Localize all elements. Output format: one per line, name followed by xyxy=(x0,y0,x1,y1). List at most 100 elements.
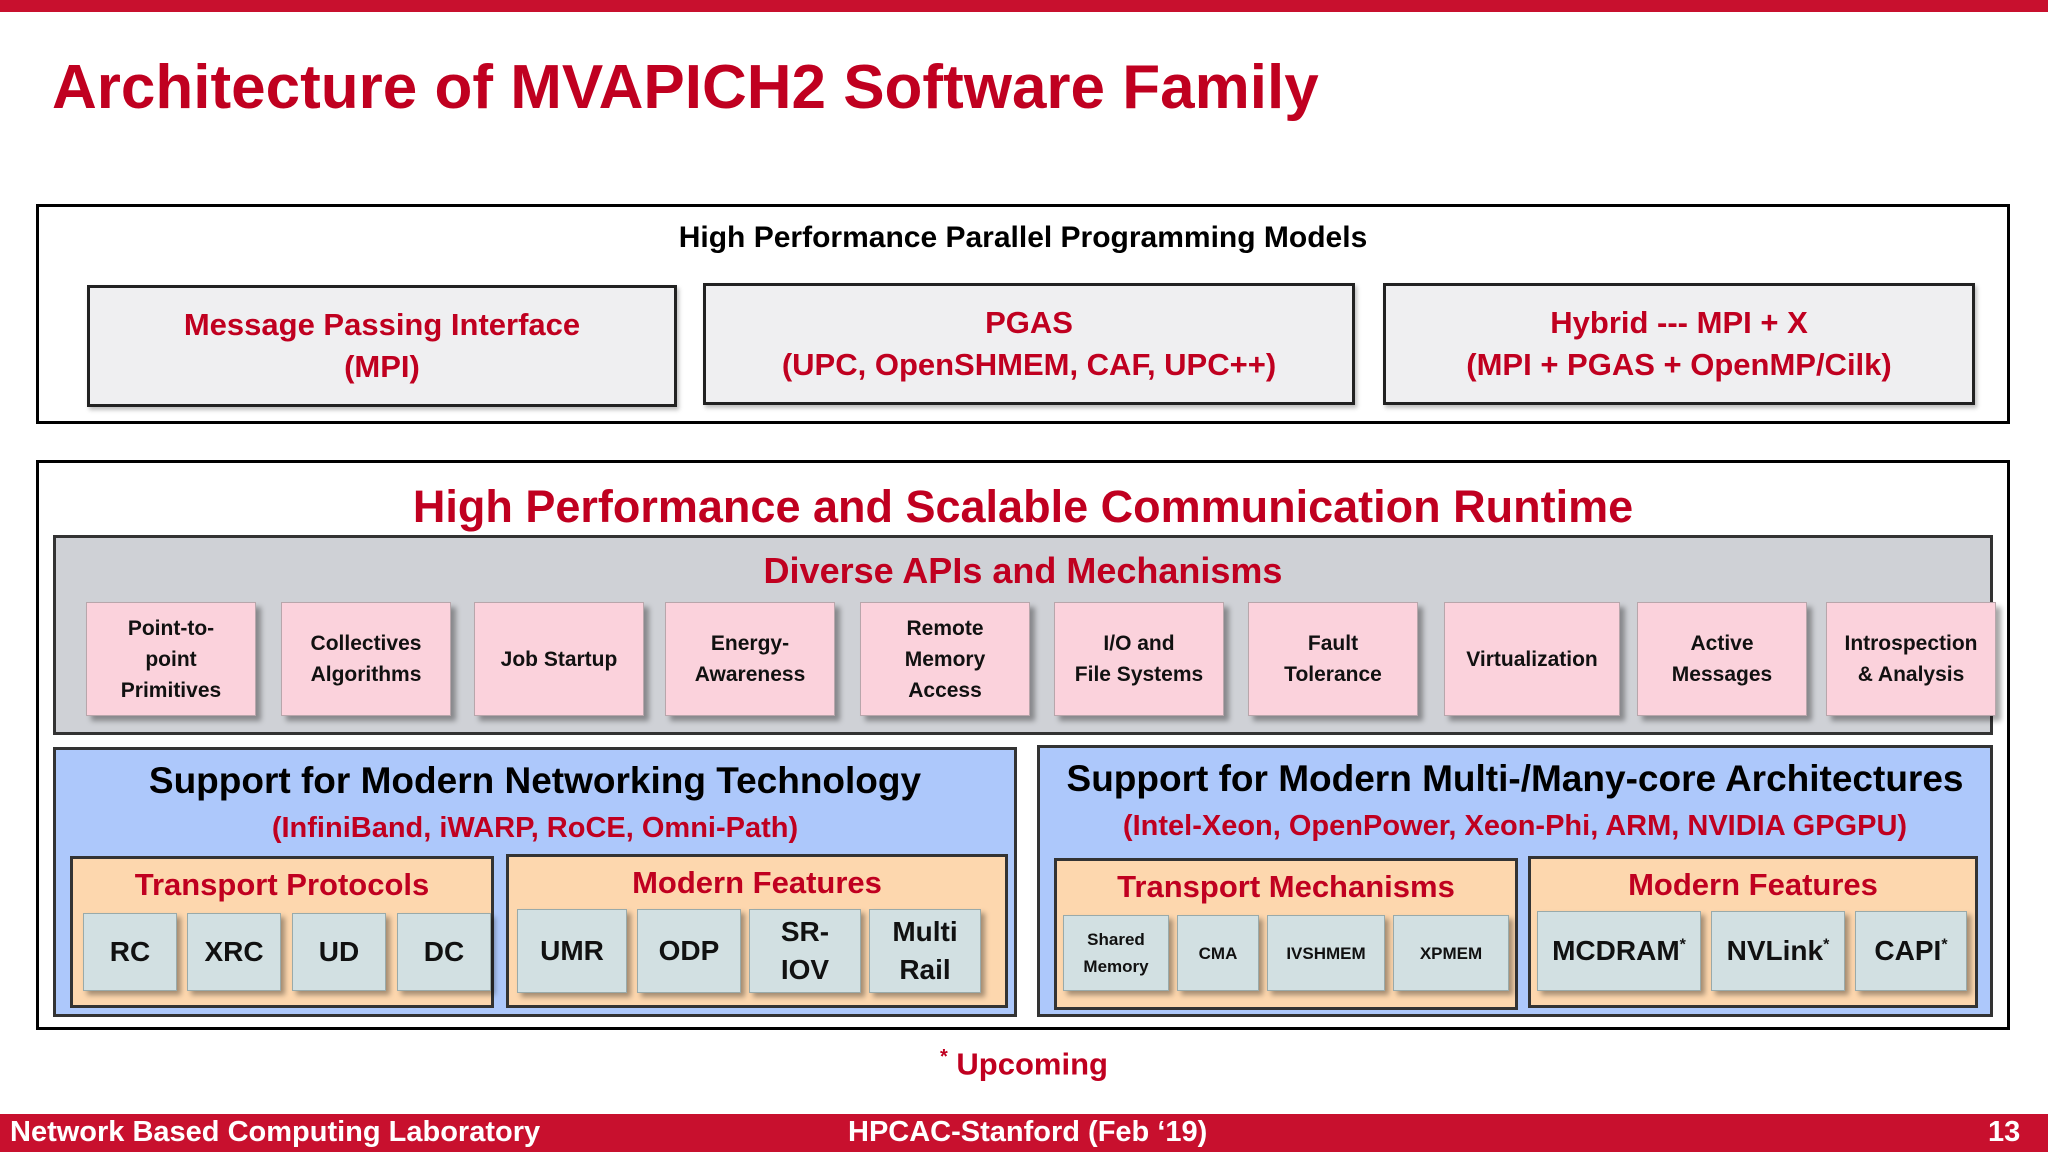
api-box-collectives-algorithms-line: Collectives xyxy=(310,632,422,655)
transport-protocol-xrc: XRC xyxy=(187,913,281,991)
runtime-section: High Performance and Scalable Communicat… xyxy=(36,460,2010,1030)
networking-heading: Support for Modern Networking Technology xyxy=(148,760,922,801)
transport-protocol-label: RC xyxy=(109,936,151,967)
mc-feature-label-row: CAPI* xyxy=(1874,935,1947,967)
model-box-hybrid-line2: (MPI + PGAS + OpenMP/Cilk) xyxy=(1466,347,1892,382)
net-feature-umr-line: UMR xyxy=(540,935,604,966)
api-box-remote-memory-access-line: Remote xyxy=(906,616,984,640)
transport-protocol-label: UD xyxy=(318,936,360,967)
model-box-pgas: PGAS (UPC, OpenSHMEM, CAF, UPC++) xyxy=(703,283,1355,405)
transport-protocols-box: Transport Protocols RC XRC UD DC xyxy=(70,856,494,1008)
mc-modern-features-row: MCDRAM*NVLink*CAPI* xyxy=(1531,859,1975,1005)
api-box-introspection-analysis-line: Introspection xyxy=(1844,632,1978,655)
model-box-pgas-line1: PGAS xyxy=(985,305,1073,340)
mc-modern-features-heading: Modern Features xyxy=(1628,867,1878,902)
transport-protocol-rc: RC xyxy=(83,913,177,991)
api-box-point-to-point-primitives-line: point xyxy=(145,647,197,671)
transport-protocol-label: XRC xyxy=(204,936,264,967)
mc-feature-label-row: MCDRAM* xyxy=(1552,935,1686,967)
programming-models-section: High Performance Parallel Programming Mo… xyxy=(36,204,2010,424)
net-modern-features-heading: Modern Features xyxy=(632,865,882,900)
model-box-hybrid-line1: Hybrid --- MPI + X xyxy=(1550,305,1808,340)
mc-feature-label: MCDRAM xyxy=(1552,935,1680,966)
transport-protocols-heading: Transport Protocols xyxy=(134,867,430,902)
net-feature-sr-iov-line: IOV xyxy=(780,954,830,985)
api-box-i-o-and-file-systems-line: I/O and xyxy=(1103,632,1175,655)
transport-mechanisms-heading: Transport Mechanisms xyxy=(1117,869,1455,904)
mc-modern-features-box: Modern Features MCDRAM*NVLink*CAPI* xyxy=(1528,856,1978,1008)
net-feature-multi-rail-line: Rail xyxy=(899,954,951,985)
api-box-introspection-analysis: Introspection& Analysis xyxy=(1826,602,1996,716)
api-box-i-o-and-file-systems-line: File Systems xyxy=(1074,663,1204,686)
transport-mechanism-cma-line: CMA xyxy=(1198,943,1238,963)
upcoming-mark: * xyxy=(1679,936,1686,954)
transport-mechanism-xpmem-line: XPMEM xyxy=(1419,943,1483,963)
transport-mechanism-xpmem: XPMEM xyxy=(1393,915,1509,991)
programming-models-heading: High Performance Parallel Programming Mo… xyxy=(678,221,1368,254)
apis-heading: Diverse APIs and Mechanisms xyxy=(763,550,1283,591)
model-box-mpi-line1: Message Passing Interface xyxy=(183,307,581,342)
footer-lab-name: Network Based Computing Laboratory xyxy=(10,1116,541,1148)
slide-title: Architecture of MVAPICH2 Software Family xyxy=(52,53,1319,122)
api-box-virtualization-line: Virtualization xyxy=(1466,647,1598,671)
footer-page-number: 13 xyxy=(1988,1116,2021,1148)
net-feature-sr-iov-line: SR- xyxy=(780,916,830,947)
transport-protocols-row: RC XRC UD DC xyxy=(73,859,491,1005)
multicore-subheading: (Intel-Xeon, OpenPower, Xeon-Phi, ARM, N… xyxy=(1122,810,1908,842)
transport-protocol-ud: UD xyxy=(292,913,386,991)
net-feature-multi-rail-line: Multi xyxy=(892,916,958,947)
model-box-mpi: Message Passing Interface (MPI) xyxy=(87,285,677,407)
transport-protocol-dc: DC xyxy=(397,913,491,991)
transport-mechanism-cma: CMA xyxy=(1177,915,1259,991)
mc-feature-nvlink: NVLink* xyxy=(1711,911,1845,991)
mc-feature-capi: CAPI* xyxy=(1855,911,1967,991)
mc-feature-label: CAPI xyxy=(1874,935,1942,966)
model-box-pgas-line2: (UPC, OpenSHMEM, CAF, UPC++) xyxy=(781,347,1277,382)
upcoming-note: * Upcoming xyxy=(940,1046,1108,1082)
runtime-heading: High Performance and Scalable Communicat… xyxy=(412,481,1634,532)
api-box-active-messages-line: Messages xyxy=(1671,663,1773,686)
net-feature-umr: UMR xyxy=(517,909,627,993)
api-box-job-startup: Job Startup xyxy=(474,602,644,716)
api-box-remote-memory-access-line: Access xyxy=(908,678,982,702)
upcoming-mark: * xyxy=(1941,936,1948,954)
api-box-virtualization: Virtualization xyxy=(1444,602,1620,716)
model-box-mpi-line2: (MPI) xyxy=(344,349,420,384)
multicore-heading: Support for Modern Multi-/Many-core Arch… xyxy=(1066,758,1964,799)
api-box-collectives-algorithms-line: Algorithms xyxy=(310,663,422,686)
top-accent-bar xyxy=(0,0,2048,12)
upcoming-text: Upcoming xyxy=(956,1046,1108,1082)
mc-feature-label-row: NVLink* xyxy=(1727,935,1830,967)
mc-feature-label: NVLink xyxy=(1726,935,1824,966)
apis-panel: Diverse APIs and Mechanisms Point-to-poi… xyxy=(53,535,1996,735)
net-feature-sr-iov: SR- IOV xyxy=(749,909,861,993)
api-box-fault-tolerance-line: Fault xyxy=(1307,632,1359,655)
api-box-fault-tolerance-line: Tolerance xyxy=(1284,663,1382,686)
transport-mechanism-shared-memory-line: Shared xyxy=(1087,930,1145,949)
api-box-point-to-point-primitives-line: Primitives xyxy=(120,678,222,702)
api-box-energy-awareness-line: Awareness xyxy=(694,663,806,686)
transport-mechanism-ivshmem-line: IVSHMEM xyxy=(1286,943,1366,963)
footer-event: HPCAC-Stanford (Feb ‘19) xyxy=(848,1116,1208,1148)
api-box-point-to-point-primitives-line: Point-to- xyxy=(127,616,215,640)
api-box-energy-awareness: Energy-Awareness xyxy=(665,602,835,716)
net-feature-odp-line: ODP xyxy=(658,935,720,966)
networking-subheading: (InfiniBand, iWARP, RoCE, Omni-Path) xyxy=(271,812,799,844)
networking-panel: Support for Modern Networking Technology… xyxy=(53,747,1017,1017)
transport-mechanism-ivshmem: IVSHMEM xyxy=(1267,915,1385,991)
api-box-job-startup-line: Job Startup xyxy=(500,647,618,671)
multicore-panel: Support for Modern Multi-/Many-core Arch… xyxy=(1037,745,1993,1017)
mc-feature-mcdram: MCDRAM* xyxy=(1537,911,1701,991)
transport-protocol-label: DC xyxy=(423,936,465,967)
footer-bar: Network Based Computing Laboratory HPCAC… xyxy=(0,1114,2048,1152)
